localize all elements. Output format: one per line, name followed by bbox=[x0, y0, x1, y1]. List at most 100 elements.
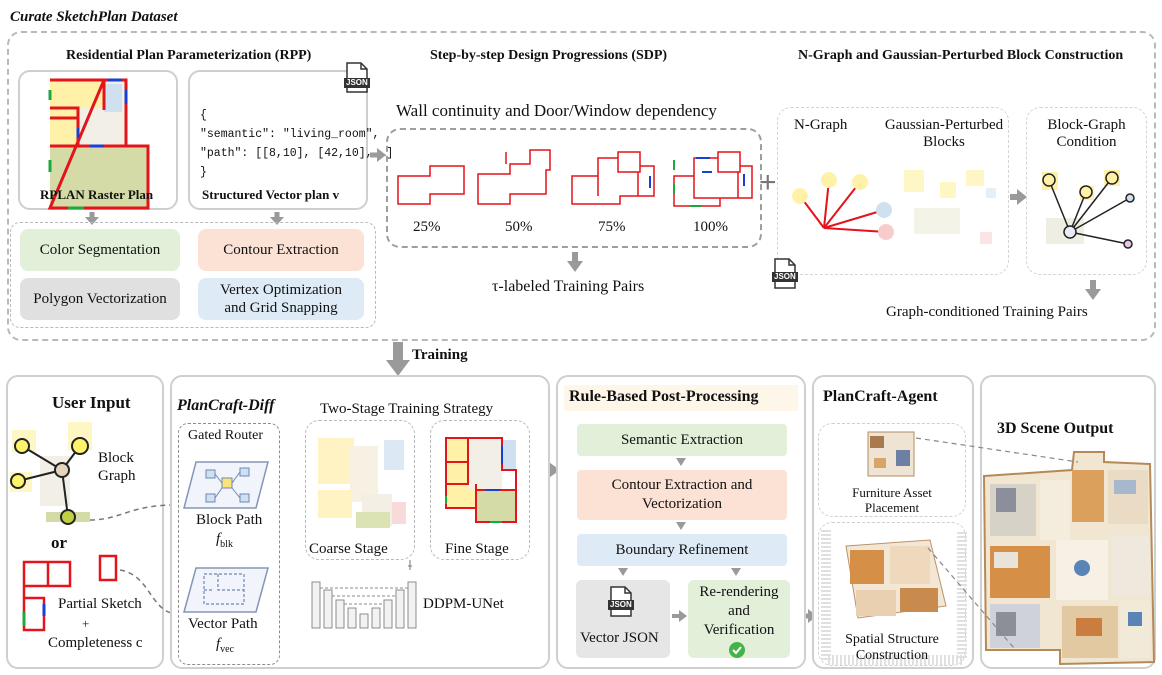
training-label: Training bbox=[412, 347, 468, 363]
gpb-line-2: Blocks bbox=[923, 134, 965, 150]
vector-plan-card: { "semantic": "living_room", "path": [[8… bbox=[188, 70, 393, 210]
coarse-stage-panel bbox=[305, 420, 415, 560]
vertex-optimization-line-1: Vertex Optimization bbox=[219, 282, 343, 298]
boundary-refinement-step: Boundary Refinement bbox=[577, 534, 787, 566]
progress-100: 100% bbox=[693, 219, 728, 235]
rerender-line-1: Re-rendering bbox=[699, 584, 779, 600]
spatial-line-2: Construction bbox=[855, 648, 929, 663]
raster-plan-image bbox=[47, 78, 150, 210]
rerender-line-2: and bbox=[728, 603, 750, 619]
block-path-label: Block Path bbox=[196, 512, 263, 528]
raster-plan-label: RPLAN Raster Plan bbox=[40, 187, 154, 202]
plus-sign: + bbox=[759, 166, 777, 199]
json-file-icon: JSON bbox=[344, 62, 370, 93]
vector-path-label: Vector Path bbox=[188, 616, 258, 632]
block-graph-panel bbox=[1026, 107, 1147, 275]
sdp-title: Step-by-step Design Progressions (SDP) bbox=[430, 48, 668, 63]
gpb-line-1: Gaussian-Perturbed bbox=[884, 117, 1004, 133]
fine-stage-panel bbox=[430, 420, 530, 560]
plus-label: + bbox=[82, 616, 90, 631]
unet-label: DDPM-UNet bbox=[423, 596, 504, 612]
gpb-label: Gaussian-Perturbed Blocks bbox=[876, 117, 1012, 151]
furniture-panel bbox=[818, 423, 966, 517]
json-file-icon: JSON bbox=[772, 258, 798, 289]
json-badge-text: JSON bbox=[610, 600, 632, 609]
gated-router-label: Gated Router bbox=[188, 428, 264, 443]
vertex-optimization-line-2: and Grid Snapping bbox=[224, 300, 338, 316]
plancraft-diff-title: PlanCraft-Diff bbox=[177, 397, 275, 414]
block-path-symbol: fblk bbox=[216, 531, 233, 550]
block-graph-input-line-1: Block bbox=[98, 450, 134, 466]
furniture-line-2: Placement bbox=[864, 500, 920, 515]
sdp-subtitle: Wall continuity and Door/Window dependen… bbox=[396, 101, 717, 120]
block-graph-line-2: Condition bbox=[1056, 134, 1117, 150]
rpp-title: Residential Plan Parameterization (RPP) bbox=[66, 48, 312, 63]
json-line-3: "path": [[8,10], [42,10], …] bbox=[200, 147, 394, 160]
json-badge-text: JSON bbox=[774, 272, 796, 281]
vector-json-label: Vector JSON bbox=[580, 630, 659, 646]
block-path-f: f bbox=[216, 531, 221, 547]
block-graph-input-line-2: Graph bbox=[98, 468, 136, 484]
two-stage-label: Two-Stage Training Strategy bbox=[320, 401, 494, 417]
json-file-icon: JSON bbox=[608, 586, 634, 617]
progress-25: 25% bbox=[413, 219, 441, 235]
spatial-line-1: Spatial Structure bbox=[845, 632, 939, 647]
vector-path-symbol: fvec bbox=[216, 636, 234, 655]
polygon-vectorization-step: Polygon Vectorization bbox=[20, 278, 180, 320]
ngraph-panel bbox=[777, 107, 1009, 275]
raster-plan-card: RPLAN Raster Plan bbox=[18, 70, 178, 210]
contour-extraction-step: Contour Extraction bbox=[198, 229, 364, 271]
contour-line-2: Vectorization bbox=[642, 496, 722, 512]
plancraft-agent-title: PlanCraft-Agent bbox=[823, 388, 938, 405]
json-line-4: } bbox=[200, 166, 207, 179]
block-graph-input-label: Block Graph bbox=[98, 449, 136, 485]
color-segmentation-step: Color Segmentation bbox=[20, 229, 180, 271]
graph-pairs-label: Graph-conditioned Training Pairs bbox=[886, 304, 1088, 320]
ngraph-label: N-Graph bbox=[794, 117, 848, 133]
vector-path-f: f bbox=[216, 636, 221, 652]
furniture-label: Furniture Asset Placement bbox=[818, 485, 966, 515]
progress-50: 50% bbox=[505, 219, 533, 235]
block-path-sub: blk bbox=[220, 539, 233, 550]
dataset-panel bbox=[7, 31, 1156, 341]
tau-pairs-label: τ-labeled Training Pairs bbox=[492, 278, 645, 295]
ngraph-title: N-Graph and Gaussian-Perturbed Block Con… bbox=[798, 48, 1124, 63]
vector-path-sub: vec bbox=[220, 644, 235, 655]
post-processing-title-bg bbox=[564, 385, 798, 411]
block-graph-line-1: Block-Graph bbox=[1047, 117, 1126, 133]
vertex-optimization-step: Vertex Optimization and Grid Snapping bbox=[198, 278, 364, 320]
contour-line-1: Contour Extraction and bbox=[611, 477, 753, 493]
spatial-label: Spatial Structure Construction bbox=[818, 632, 966, 664]
json-line-2: "semantic": "living_room", bbox=[200, 128, 380, 141]
coarse-stage-label: Coarse Stage bbox=[309, 541, 388, 557]
gated-router-panel bbox=[178, 423, 280, 665]
json-badge-text: JSON bbox=[346, 78, 368, 87]
contour-vectorization-step: Contour Extraction and Vectorization bbox=[577, 470, 787, 520]
block-graph-label: Block-Graph Condition bbox=[1026, 117, 1147, 151]
fine-stage-label: Fine Stage bbox=[445, 541, 509, 557]
or-label: or bbox=[51, 533, 68, 552]
progress-75: 75% bbox=[598, 219, 626, 235]
vector-plan-label: Structured Vector plan v bbox=[202, 187, 340, 202]
rerender-line-3: Verification bbox=[703, 622, 775, 638]
post-processing-title: Rule-Based Post-Processing bbox=[569, 388, 759, 405]
rpp-steps-panel bbox=[10, 222, 376, 328]
partial-sketch-label: Partial Sketch bbox=[58, 596, 142, 612]
sdp-progressions-panel bbox=[386, 128, 762, 248]
scene-title: 3D Scene Output bbox=[997, 420, 1114, 437]
json-line-1: { bbox=[200, 109, 207, 122]
furniture-line-1: Furniture Asset bbox=[852, 485, 932, 500]
dataset-title: Curate SketchPlan Dataset bbox=[10, 9, 178, 25]
completeness-label: Completeness c bbox=[48, 635, 143, 651]
user-input-title: User Input bbox=[52, 393, 131, 412]
semantic-extraction-step: Semantic Extraction bbox=[577, 424, 787, 456]
